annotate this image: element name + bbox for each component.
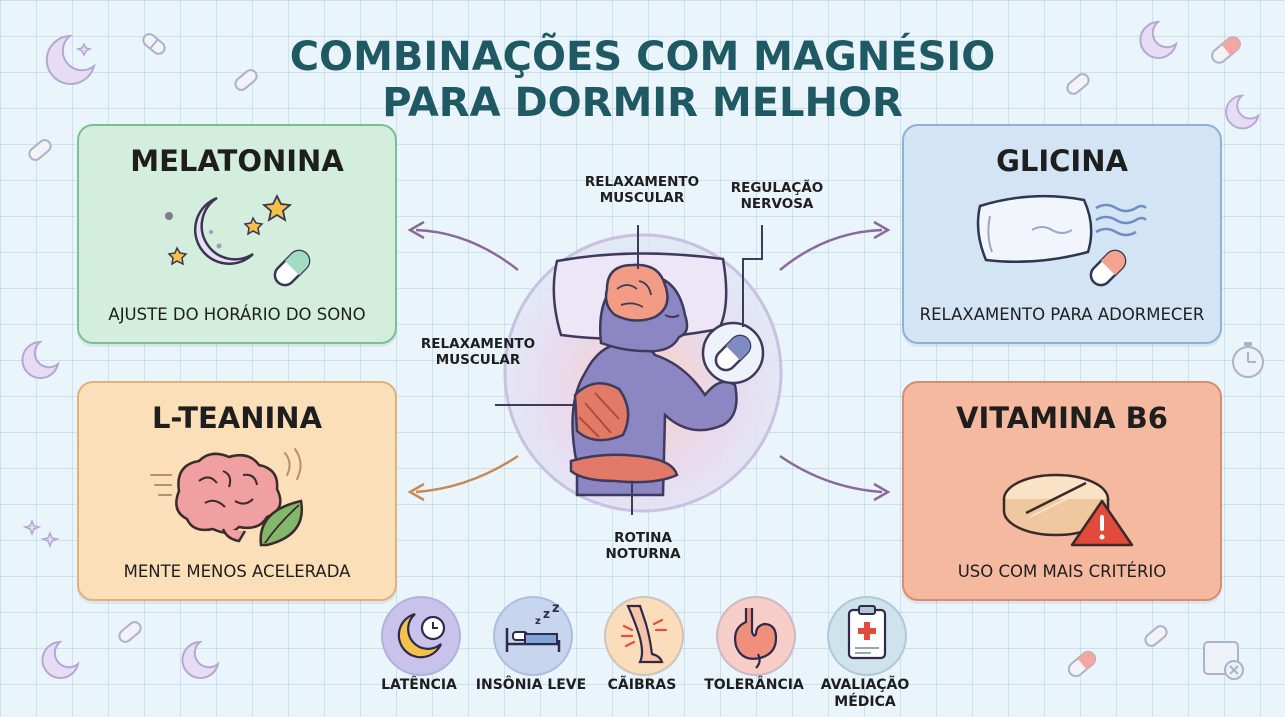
moon-stars-capsule-icon: [165, 193, 311, 287]
stopwatch-icon: [1232, 342, 1264, 378]
pillow-capsule-icon: [976, 194, 1147, 287]
calendar-icon: [1203, 641, 1244, 680]
moon-icon: [41, 640, 80, 679]
label-latencia: LATÊNCIA: [381, 677, 457, 693]
moon-icon: [1139, 20, 1178, 59]
moon-icon: [181, 640, 220, 679]
label-line: NOTURNA: [605, 546, 681, 562]
label-line: ROTINA: [614, 530, 672, 546]
label-line: MUSCULAR: [599, 190, 685, 206]
capsule-icon: [1211, 36, 1241, 64]
card-subtitle: MENTE MENOS ACELERADA: [123, 562, 351, 581]
sleeping-bed-icon: z z z: [505, 601, 561, 652]
moon-icon: [21, 340, 60, 379]
label-tolerancia: TOLERÂNCIA: [704, 677, 804, 693]
brain-leaf-icon: [150, 448, 304, 547]
label-avaliacao-medica: AVALIAÇÃO MÉDICA: [805, 677, 925, 711]
capsule-icon: [1066, 73, 1090, 95]
card-vitaminab6: VITAMINA B6 USO COM MAIS CRITÉRIO: [902, 381, 1222, 601]
page-title-line2: PARA DORMIR MELHOR: [382, 80, 903, 126]
card-melatonina: MELATONINA AJUSTE DO HORÁRIO DO SONO: [77, 124, 397, 344]
card-title: MELATONINA: [130, 144, 344, 178]
label-rotina-noturna: ROTINA NOTURNA: [578, 530, 708, 562]
label-relaxamento-muscular-left: RELAXAMENTO MUSCULAR: [408, 336, 548, 368]
capsule-icon: [118, 621, 142, 643]
label-caibras: CÃIBRAS: [607, 677, 677, 693]
label-regulacao-nervosa: REGULAÇÃO NERVOSA: [712, 180, 842, 212]
stomach-icon: [734, 608, 778, 669]
card-glicina: GLICINA RELAXAMENTO PARA ADORMECER: [902, 124, 1222, 344]
capsule-icon: [142, 33, 166, 55]
circle-insonia-leve: z z z: [493, 596, 573, 676]
circle-latencia: [381, 596, 461, 676]
leg-cramp-icon: [620, 604, 668, 664]
capsule-icon: [1144, 625, 1168, 647]
label-line: AVALIAÇÃO: [820, 677, 910, 693]
label-line: MÉDICA: [834, 694, 896, 710]
capsule-icon: [1067, 650, 1097, 678]
label-line: MUSCULAR: [435, 352, 521, 368]
arrow-to-melatonina: [407, 220, 519, 271]
label-line: RELAXAMENTO: [584, 174, 700, 190]
label-line: REGULAÇÃO: [730, 180, 824, 196]
capsule-icon: [234, 69, 258, 91]
page-title: COMBINAÇÕES COM MAGNÉSIO: [289, 34, 996, 80]
circle-caibras: [604, 596, 684, 676]
label-line: RELAXAMENTO: [420, 336, 536, 352]
moon-icon: [45, 34, 96, 85]
arrow-to-glicina: [779, 220, 891, 271]
card-lteanina: L-TEANINA MENTE MENOS ACELERADA: [77, 381, 397, 601]
medical-clipboard-icon: [847, 605, 887, 660]
capsule-icon: [28, 139, 52, 161]
circle-avaliacao-medica: [827, 596, 907, 676]
card-subtitle: RELAXAMENTO PARA ADORMECER: [919, 305, 1205, 324]
circle-tolerancia: [716, 596, 796, 676]
card-subtitle: AJUSTE DO HORÁRIO DO SONO: [108, 305, 366, 324]
moon-clock-icon: [397, 612, 446, 659]
tablet-warning-icon: [1002, 473, 1134, 547]
label-relaxamento-muscular-top: RELAXAMENTO MUSCULAR: [572, 174, 712, 206]
star-icon: [22, 518, 60, 549]
label-line: NERVOSA: [740, 196, 814, 212]
svg-text:z: z: [543, 607, 550, 621]
moon-icon: [1225, 94, 1260, 130]
card-title: GLICINA: [996, 144, 1128, 178]
card-subtitle: USO COM MAIS CRITÉRIO: [957, 562, 1167, 581]
label-insonia-leve: INSÔNIA LEVE: [475, 677, 587, 693]
card-title: L-TEANINA: [151, 401, 323, 435]
svg-text:z: z: [552, 601, 560, 616]
body-relaxation-illustration: [495, 225, 783, 515]
arrow-to-lteanina: [407, 454, 519, 502]
card-title: VITAMINA B6: [956, 401, 1168, 435]
arrow-to-vitaminab6: [779, 454, 891, 502]
svg-text:z: z: [535, 616, 541, 627]
